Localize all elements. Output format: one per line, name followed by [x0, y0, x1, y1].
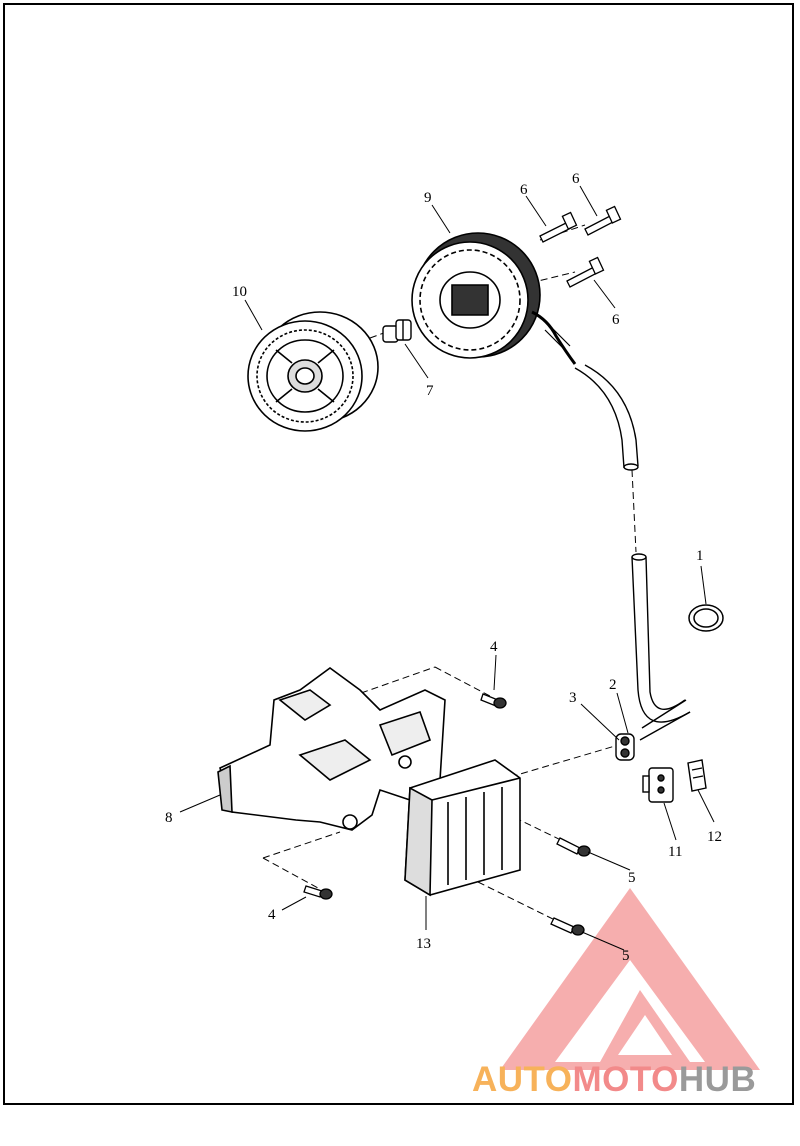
watermark-hub: HUB	[678, 1060, 757, 1099]
screws-part-5	[550, 837, 591, 936]
leader-lines	[179, 185, 715, 951]
callout-2: 2	[609, 677, 617, 693]
callout-4a: 4	[490, 639, 498, 655]
assembly-lines	[262, 224, 637, 926]
callout-3: 3	[569, 690, 577, 706]
stator-part-9	[411, 232, 577, 365]
regulator-part-13	[404, 759, 521, 897]
callout-6c: 6	[612, 312, 620, 328]
terminal-lock-part-12	[687, 759, 707, 792]
bracket-part-8	[217, 667, 446, 831]
grommet-part-1	[688, 604, 724, 632]
diagram-frame	[3, 3, 794, 1105]
watermark-logo	[500, 888, 760, 1070]
watermark-moto: MOTO	[572, 1060, 679, 1099]
callout-7: 7	[426, 383, 434, 399]
callout-9: 9	[424, 190, 432, 206]
callout-13: 13	[416, 936, 431, 952]
callout-4b: 4	[268, 907, 276, 923]
callout-5a: 5	[628, 870, 636, 886]
screws-part-6	[539, 205, 622, 288]
callout-12: 12	[707, 829, 722, 845]
bolts-part-4	[303, 693, 507, 900]
connector-part-11	[642, 767, 674, 803]
callout-labels: 1 2 3 4 4 5 5 6 6 6 7 8 9 10 11 12 13	[165, 171, 722, 964]
clips-part-2-3	[615, 733, 635, 761]
watermark-auto: AUTO	[472, 1060, 573, 1099]
callout-6b: 6	[572, 171, 580, 187]
stator-cable	[574, 364, 691, 741]
callout-6a: 6	[520, 182, 528, 198]
bolt-part-7	[382, 319, 412, 343]
callout-8: 8	[165, 810, 173, 826]
callout-10: 10	[232, 284, 247, 300]
watermark-text: AUTOMOTOHUB	[472, 1062, 756, 1097]
rotor-part-10	[247, 311, 379, 432]
callout-11: 11	[668, 844, 682, 860]
callout-5b: 5	[622, 948, 630, 964]
callout-1: 1	[696, 548, 704, 564]
